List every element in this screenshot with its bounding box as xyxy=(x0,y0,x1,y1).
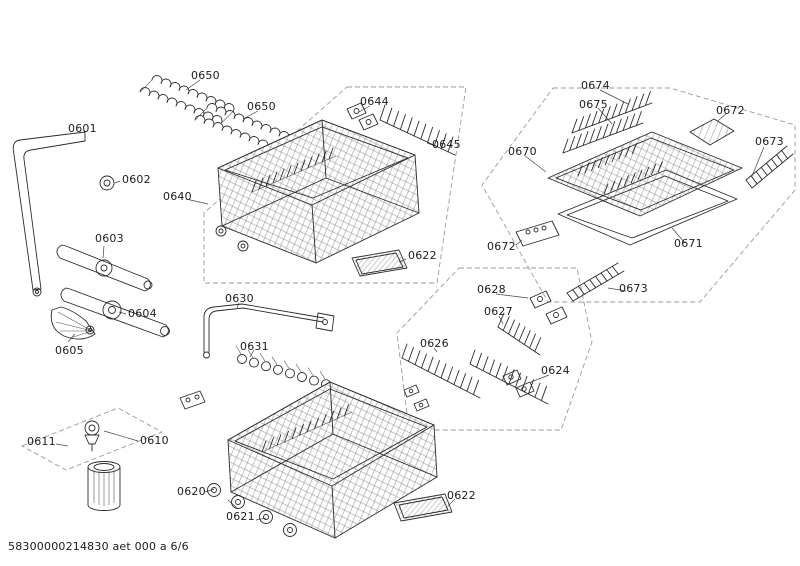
part-0671-drawing xyxy=(557,169,738,246)
part-0605-drawing xyxy=(50,306,96,340)
part-label-0644: 0644 xyxy=(360,95,389,108)
part-0628-drawing xyxy=(529,290,568,325)
part-label-0601: 0601 xyxy=(68,122,97,135)
part-0604-drawing xyxy=(60,287,170,338)
part-0620-drawing xyxy=(227,381,438,539)
part-0622-drawing-a xyxy=(351,249,408,277)
part-label-0622-b: 0622 xyxy=(447,489,476,502)
part-0672-drawing-b xyxy=(515,220,560,247)
sheet-footer: 58300000214830 aet 000 a 6/6 xyxy=(8,540,189,553)
part-0603-drawing xyxy=(56,244,153,292)
part-label-0611: 0611 xyxy=(27,435,56,448)
part-label-0640: 0640 xyxy=(163,190,192,203)
part-label-0650-b: 0650 xyxy=(247,100,276,113)
part-0602-drawing xyxy=(99,175,115,191)
part-label-0673-b: 0673 xyxy=(619,282,648,295)
part-0672-drawing-a xyxy=(689,118,735,146)
part-label-0630: 0630 xyxy=(225,292,254,305)
part-0611-drawing xyxy=(87,461,121,511)
part-label-0645: 0645 xyxy=(432,138,461,151)
part-0627-drawing xyxy=(497,312,542,356)
part-label-0628: 0628 xyxy=(477,283,506,296)
part-0645-drawing xyxy=(379,104,456,156)
part-label-0620: 0620 xyxy=(177,485,206,498)
part-0650-drawing-a xyxy=(139,75,235,124)
part-0630-drawing xyxy=(203,303,335,359)
part-0673-drawing-b xyxy=(566,262,625,302)
part-label-0675: 0675 xyxy=(579,98,608,111)
assembly-boundary-third-rack xyxy=(481,87,796,303)
part-label-0603: 0603 xyxy=(95,232,124,245)
part-0670-drawing xyxy=(547,131,743,217)
part-0674-drawing xyxy=(571,91,653,134)
part-label-0624: 0624 xyxy=(541,364,570,377)
assembly-boundary-filter-box xyxy=(20,407,164,471)
part-label-0621: 0621 xyxy=(226,510,255,523)
assembly-boundary-fold-racks xyxy=(396,267,593,431)
part-label-0622-a: 0622 xyxy=(408,249,437,262)
part-label-0674: 0674 xyxy=(581,79,610,92)
part-0673-drawing-a xyxy=(745,145,794,189)
part-label-0631: 0631 xyxy=(240,340,269,353)
part-label-0605: 0605 xyxy=(55,344,84,357)
part-0622-drawing-b xyxy=(393,493,453,522)
part-label-0650-a: 0650 xyxy=(191,69,220,82)
part-label-0626: 0626 xyxy=(420,337,449,350)
part-0601-drawing xyxy=(12,131,86,297)
part-label-0610: 0610 xyxy=(140,434,169,447)
part-0644-drawing xyxy=(346,102,379,131)
part-0621-drawing xyxy=(207,483,297,537)
part-label-0672-b: 0672 xyxy=(487,240,516,253)
part-label-0672-a: 0672 xyxy=(716,104,745,117)
part-label-0602: 0602 xyxy=(122,173,151,186)
part-label-0604: 0604 xyxy=(128,307,157,320)
part-label-0670: 0670 xyxy=(508,145,537,158)
part-0626-drawing xyxy=(401,343,549,412)
part-0610-drawing xyxy=(84,420,100,452)
part-0675-drawing xyxy=(562,111,644,154)
part-0640-drawing xyxy=(215,119,420,264)
part-label-0627: 0627 xyxy=(484,305,513,318)
part-label-0673-a: 0673 xyxy=(755,135,784,148)
part-label-0671: 0671 xyxy=(674,237,703,250)
part-0624-drawing xyxy=(502,369,535,398)
